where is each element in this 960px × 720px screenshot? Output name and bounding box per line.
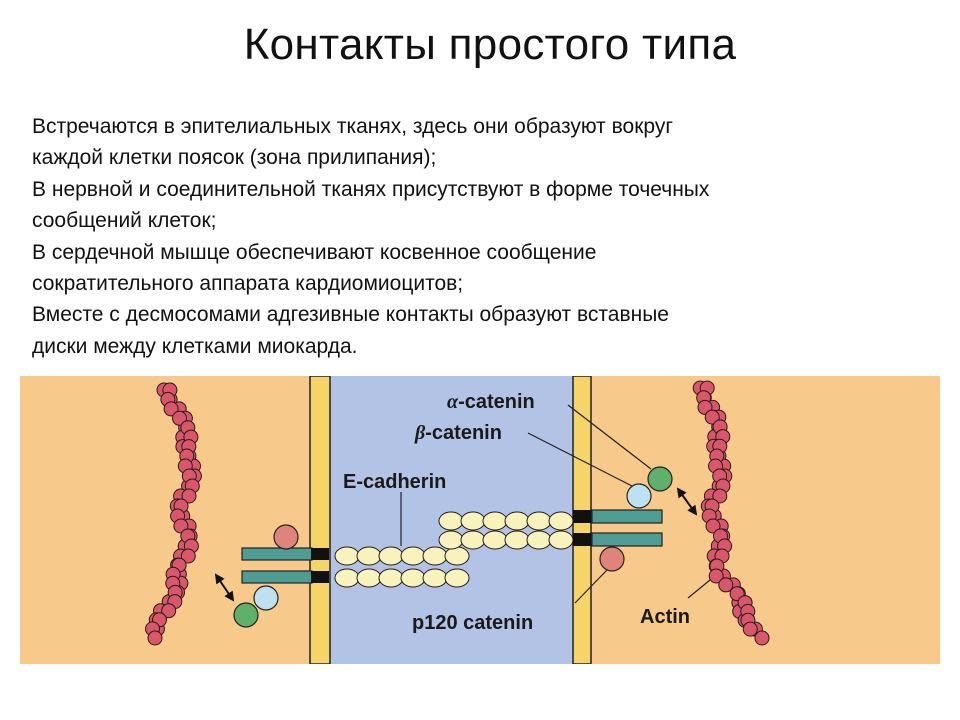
body-line: сократительного аппарата кардиомиоцитов;: [32, 272, 464, 296]
cadherin-bead: [400, 568, 426, 588]
cadherin-transmembrane-segment: [311, 571, 329, 583]
cadherin-cytoplasmic-tail: [241, 570, 313, 584]
slide-body-text: Встречаются в эпителиальных тканях, здес…: [32, 111, 932, 362]
beta-catenin-left: [253, 585, 279, 611]
p120-catenin-leader: [574, 569, 608, 604]
actin-bead: [181, 488, 197, 504]
cadherin-transmembrane-segment: [311, 548, 329, 560]
actin-bead: [742, 621, 758, 637]
double-arrow-icon: [214, 573, 235, 602]
double-arrow-icon: [676, 487, 698, 516]
cadherin-cytoplasmic-tail: [241, 547, 313, 561]
beta-symbol: β: [414, 422, 426, 444]
body-line: каждой клетки поясок (зона прилипания);: [32, 146, 437, 170]
cadherin-bead: [378, 546, 404, 566]
actin-bead: [705, 518, 721, 534]
actin-bead: [180, 548, 196, 564]
cadherin-bead: [548, 511, 574, 531]
alpha-catenin-right: [647, 466, 673, 492]
body-line: В сердечной мышце обеспечивают косвенное…: [32, 240, 597, 264]
left-membrane: [309, 376, 331, 664]
cadherin-bead: [422, 568, 448, 588]
cadherin-cytoplasmic-tail: [591, 509, 663, 524]
cadherin-bead: [378, 568, 404, 588]
actin-label: Actin: [640, 606, 690, 628]
actin-bead: [708, 568, 724, 584]
body-line: диски между клетками миокарда.: [32, 334, 358, 358]
actin-bead: [754, 630, 770, 646]
actin-bead: [163, 401, 179, 417]
p120-catenin-left: [273, 524, 299, 550]
alpha-catenin-leader: [567, 404, 652, 470]
e-cadherin-dimer-right: [573, 509, 663, 547]
cadherin-bead: [438, 511, 464, 531]
cadherin-bead: [438, 530, 464, 550]
cadherin-transmembrane-segment: [573, 510, 591, 523]
cadherin-bead: [444, 546, 470, 566]
adherens-junction-diagram: α-catenin β-catenin E-cadherin p120 cate…: [20, 376, 940, 664]
cadherin-bead: [444, 568, 470, 588]
p120-catenin-right: [599, 546, 625, 572]
alpha-catenin-left: [233, 602, 259, 628]
actin-bead: [712, 488, 728, 504]
beta-catenin-label: β-catenin: [414, 422, 502, 444]
beta-catenin-leader: [527, 432, 633, 487]
slide-title: Контакты простого типа: [243, 20, 737, 69]
cadherin-bead: [548, 530, 574, 550]
beta-catenin-text: -catenin: [425, 422, 502, 444]
cadherin-transmembrane-segment: [573, 533, 591, 546]
cadherin-bead: [526, 530, 552, 550]
alpha-symbol: α: [447, 391, 459, 413]
cadherin-bead: [356, 568, 382, 588]
cadherin-bead: [422, 546, 448, 566]
cadherin-bead: [482, 530, 508, 550]
left-actin-filament: [145, 382, 202, 646]
body-line: Встречаются в эпителиальных тканях, здес…: [32, 115, 673, 138]
body-line: В нервной и соединительной тканях присут…: [32, 177, 710, 201]
cadherin-bead: [400, 546, 426, 566]
cadherin-bead: [482, 511, 508, 531]
e-cadherin-dimer-left: [241, 547, 329, 584]
cadherin-bead: [526, 511, 552, 531]
cadherin-bead: [460, 511, 486, 531]
body-line: сообщений клеток;: [32, 209, 217, 233]
actin-leader: [687, 579, 711, 599]
cadherin-bead: [504, 511, 530, 531]
cadherin-bead: [334, 568, 360, 588]
cadherin-bead: [504, 530, 530, 550]
beta-catenin-right: [626, 483, 652, 509]
alpha-catenin-label: α-catenin: [447, 391, 535, 413]
cadherin-bead: [460, 530, 486, 550]
cadherin-cytoplasmic-tail: [591, 532, 663, 547]
e-cadherin-extracellular-domains: [334, 511, 574, 588]
body-line: Вместе с десмосомами адгезивные контакты…: [32, 303, 669, 327]
cadherin-bead: [334, 546, 360, 566]
actin-bead: [161, 603, 177, 619]
actin-bead: [718, 577, 734, 593]
alpha-catenin-text: -catenin: [458, 391, 535, 413]
cadherin-bead: [356, 546, 382, 566]
actin-bead: [172, 410, 187, 426]
p120-catenin-label: p120 catenin: [412, 612, 533, 634]
right-actin-filament: [692, 380, 770, 646]
e-cadherin-label: E-cadherin: [343, 471, 446, 493]
actin-bead: [704, 409, 720, 425]
actin-bead: [147, 630, 163, 646]
